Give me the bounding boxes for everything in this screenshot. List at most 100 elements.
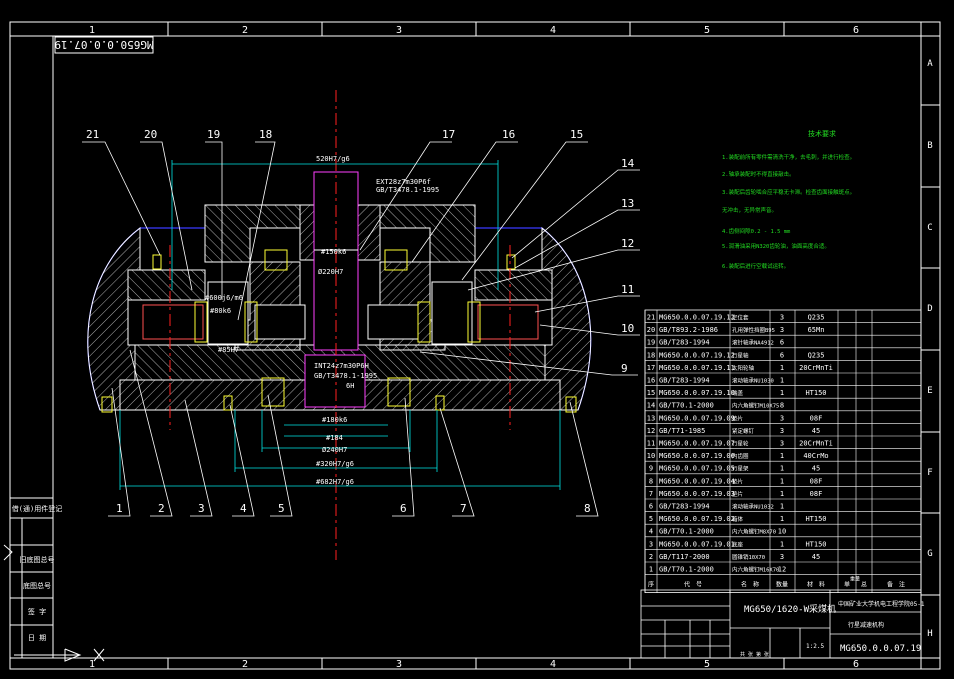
leader-number: 1	[116, 502, 123, 515]
dim-label: #180k6	[322, 416, 347, 424]
leader-number: 17	[442, 128, 455, 141]
note-line: 1.装配前所有零件需清洗干净，去毛刺，并进行检查。	[722, 153, 855, 161]
bom-material: 20CrMnTi	[799, 364, 833, 372]
bom-name: 行星架	[732, 465, 749, 473]
bom-name: 圆锥销10X70	[732, 553, 765, 561]
bom-qty: 1	[780, 377, 784, 385]
bom-material: HT150	[805, 389, 826, 397]
row-label: B	[927, 141, 932, 151]
bom-name: 垫片	[732, 414, 743, 422]
col-label: 3	[396, 25, 402, 36]
leader-number: 8	[584, 502, 591, 515]
top-cover-right	[379, 204, 476, 263]
bom-no: 17	[647, 364, 655, 372]
bom-qty: 3	[780, 553, 784, 561]
col-label: 1	[89, 659, 95, 670]
leader-number: 13	[621, 197, 634, 210]
leader-number: 9	[621, 362, 628, 375]
bom-no: 21	[647, 314, 655, 322]
bom-name: 底座	[732, 540, 744, 548]
bom-name: 端盖	[732, 389, 744, 397]
leader-number: 16	[502, 128, 515, 141]
leader-number: 3	[198, 502, 205, 515]
bom-code: GB/T893.2-1986	[659, 326, 718, 334]
bom-code: GB/T71-1985	[659, 427, 705, 435]
bom-qty: 1	[780, 364, 784, 372]
bom-no: 3	[649, 540, 653, 548]
bom-code: GB/T117-2000	[659, 553, 710, 561]
dim-label: 520H7/g6	[316, 155, 350, 163]
note-line: 5.润滑油采用N320齿轮油，油面高度合适。	[722, 242, 830, 250]
dim-label: INT24z7m30P6H	[314, 362, 369, 370]
leader-number: 10	[621, 322, 634, 335]
bom-name: 紧定螺钉	[732, 427, 755, 435]
bom-name: 行星轮	[732, 440, 749, 448]
row-label: D	[927, 304, 932, 314]
title-block-scale: 1:2.5	[806, 643, 824, 650]
bom-material: 45	[812, 465, 820, 473]
bom-no: 10	[647, 452, 655, 460]
bom-material: 20CrMnTi	[799, 440, 833, 448]
ucs-axis-icon	[3, 544, 105, 662]
bom-name: 行星轴	[732, 351, 749, 359]
leader-lines	[82, 141, 640, 517]
col-label: 2	[242, 25, 248, 36]
leader-number: 2	[158, 502, 165, 515]
bom-no: 12	[647, 427, 655, 435]
note-line: 3.装配后齿轮啮合应平稳无卡滞。检查齿面接触斑点。	[722, 188, 855, 196]
dim-label: #600j6/m6	[205, 294, 243, 302]
leader-number: 19	[207, 128, 220, 141]
bom-qty: 6	[780, 339, 784, 347]
bom-material: 45	[812, 427, 820, 435]
bom-no: 14	[647, 402, 655, 410]
bom-no: 18	[647, 351, 655, 359]
col-label: 4	[550, 659, 556, 670]
dim-label: #184	[326, 434, 343, 442]
bom-material: HT150	[805, 540, 826, 548]
left-housing	[87, 226, 141, 411]
bom-qty: 3	[780, 314, 784, 322]
row-label: F	[927, 468, 932, 478]
technical-notes: 技术要求 1.装配前所有零件需清洗干净，去毛刺，并进行检查。 2.轴承装配时不得…	[722, 129, 855, 270]
title-block-drawing-number: MG650.0.0.07.19	[840, 644, 921, 654]
bom-qty: 1	[780, 465, 784, 473]
upper-left-ring	[127, 269, 206, 301]
bom-header-cell: 总	[861, 581, 867, 589]
bom-name: 垫片	[732, 477, 743, 485]
bom-material: Q235	[808, 314, 825, 322]
bom-code: GB/T70.1-2000	[659, 566, 714, 574]
bom-no: 8	[649, 477, 653, 485]
centerline	[169, 90, 511, 560]
bom-material: 08F	[810, 477, 823, 485]
bom-no: 19	[647, 339, 655, 347]
bom-qty: 1	[780, 540, 784, 548]
row-label: A	[927, 59, 933, 69]
leader-number: 18	[259, 128, 272, 141]
right-housing	[541, 226, 592, 411]
bom-name: 孔用弹性挡圈B95	[732, 326, 775, 334]
leader-number: 20	[144, 128, 157, 141]
row-label: C	[927, 223, 932, 233]
notes-title: 技术要求	[808, 129, 836, 138]
bom-code: MG650.0.0.07.19.07	[659, 440, 735, 448]
left-registration-strip	[9, 497, 54, 659]
bom-code: MG650.0.0.07.19.05	[659, 465, 735, 473]
dim-label: #320H7/g6	[316, 460, 354, 468]
col-label: 5	[704, 25, 710, 36]
bom-code: MG650.0.0.07.19.06	[659, 452, 735, 460]
dimension-text: 520H7/g6 #150k6 Ø220H7 #600j6/m6 #80k6 #…	[205, 155, 439, 486]
bom-no: 1	[649, 566, 653, 574]
bom-code: GB/T283-1994	[659, 503, 710, 511]
bom-name: 滚动轴承NU1030	[732, 377, 774, 385]
bom-no: 2	[649, 553, 653, 561]
column-labels-bottom: 1 2 3 4 5 6	[89, 659, 859, 670]
strip-label: 底图总号	[23, 581, 51, 590]
title-block-sheet: 共 张 第 张	[740, 651, 769, 658]
leader-number: 14	[621, 157, 635, 170]
bom-code: MG650.0.0.07.19.12	[659, 351, 735, 359]
row-labels: A B C D E F G H	[927, 59, 933, 639]
bom-qty: 3	[780, 427, 784, 435]
leader-number: 7	[460, 502, 467, 515]
bom-qty: 6	[780, 351, 784, 359]
